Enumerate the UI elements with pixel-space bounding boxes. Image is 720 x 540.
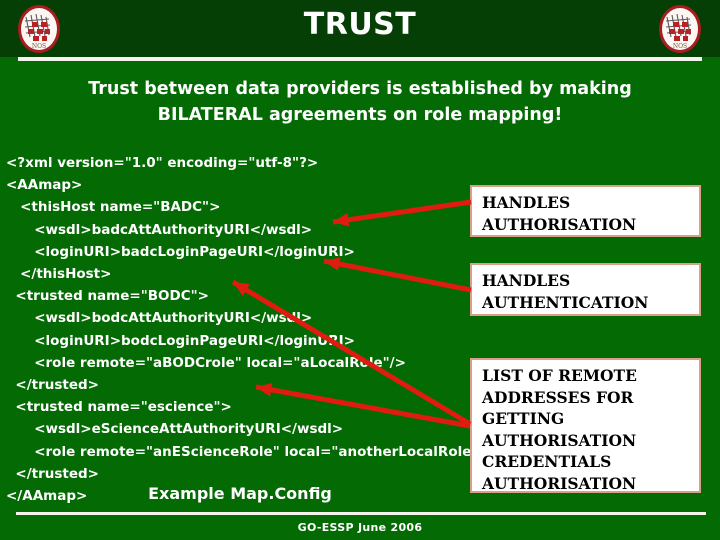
callout-line: CREDENTIALS bbox=[482, 452, 612, 471]
code-line: <role remote="anEScienceRole" local="ano… bbox=[6, 443, 495, 460]
xml-config-listing: <?xml version="1.0" encoding="utf-8"?> <A… bbox=[6, 152, 495, 507]
svg-text:NOS: NOS bbox=[32, 43, 46, 50]
callout-line: AUTHENTICATION bbox=[482, 292, 649, 312]
footer-text: GO-ESSP June 2006 bbox=[297, 521, 423, 534]
callout-line: LIST OF REMOTE bbox=[482, 366, 637, 385]
code-line: <wsdl>bodcAttAuthorityURI</wsdl> bbox=[6, 310, 313, 327]
callout-handles-authentication: HANDLES AUTHENTICATION bbox=[470, 263, 701, 316]
university-crest-icon-right: NOS bbox=[655, 3, 705, 55]
code-line: <trusted name="escience"> bbox=[6, 399, 232, 416]
callout-line: ADDRESSES FOR bbox=[482, 387, 634, 407]
code-line: <wsdl>badcAttAuthorityURI</wsdl> bbox=[6, 221, 313, 238]
code-line: </AAmap> bbox=[6, 488, 88, 505]
code-line: <loginURI>bodcLoginPageURI</loginURI> bbox=[6, 332, 355, 349]
code-line: <thisHost name="BADC"> bbox=[6, 199, 221, 216]
code-line: <AAmap> bbox=[6, 177, 83, 194]
code-line: <trusted name="BODC"> bbox=[6, 288, 209, 305]
code-line: </trusted> bbox=[6, 465, 99, 482]
callout-line: AUTHORISATION bbox=[482, 430, 637, 450]
page-title: TRUST bbox=[303, 7, 417, 42]
callout-line: GETTING bbox=[482, 409, 565, 428]
callout-line: HANDLES bbox=[482, 271, 571, 290]
university-crest-icon-left: NOS bbox=[14, 3, 64, 55]
code-line: <role remote="aBODCrole" local="aLocalRo… bbox=[6, 354, 406, 371]
header-band bbox=[0, 0, 720, 57]
callout-list-of-remote-addresses: LIST OF REMOTE ADDRESSES FOR GETTING AUTHOR… bbox=[470, 358, 701, 493]
figure-caption: Example Map.Config bbox=[148, 484, 332, 503]
code-line: </thisHost> bbox=[6, 266, 112, 283]
code-line: <?xml version="1.0" encoding="utf-8"?> bbox=[6, 155, 319, 171]
svg-text:NOS: NOS bbox=[673, 43, 687, 50]
callout-handles-authorisation: HANDLES AUTHORISATION bbox=[470, 185, 701, 237]
footer-divider bbox=[16, 512, 706, 515]
callout-line: AUTHORISATION bbox=[482, 214, 637, 234]
code-line: <wsdl>eScienceAttAuthorityURI</wsdl> bbox=[6, 421, 344, 438]
header-divider bbox=[18, 57, 702, 61]
slide-subtitle: Trust between data providers is establis… bbox=[88, 79, 632, 125]
code-line: <loginURI>badcLoginPageURI</loginURI> bbox=[6, 243, 355, 260]
callout-line: AUTHORISATION bbox=[482, 473, 637, 493]
callout-line: HANDLES bbox=[482, 193, 571, 212]
code-line: </trusted> bbox=[6, 377, 99, 394]
